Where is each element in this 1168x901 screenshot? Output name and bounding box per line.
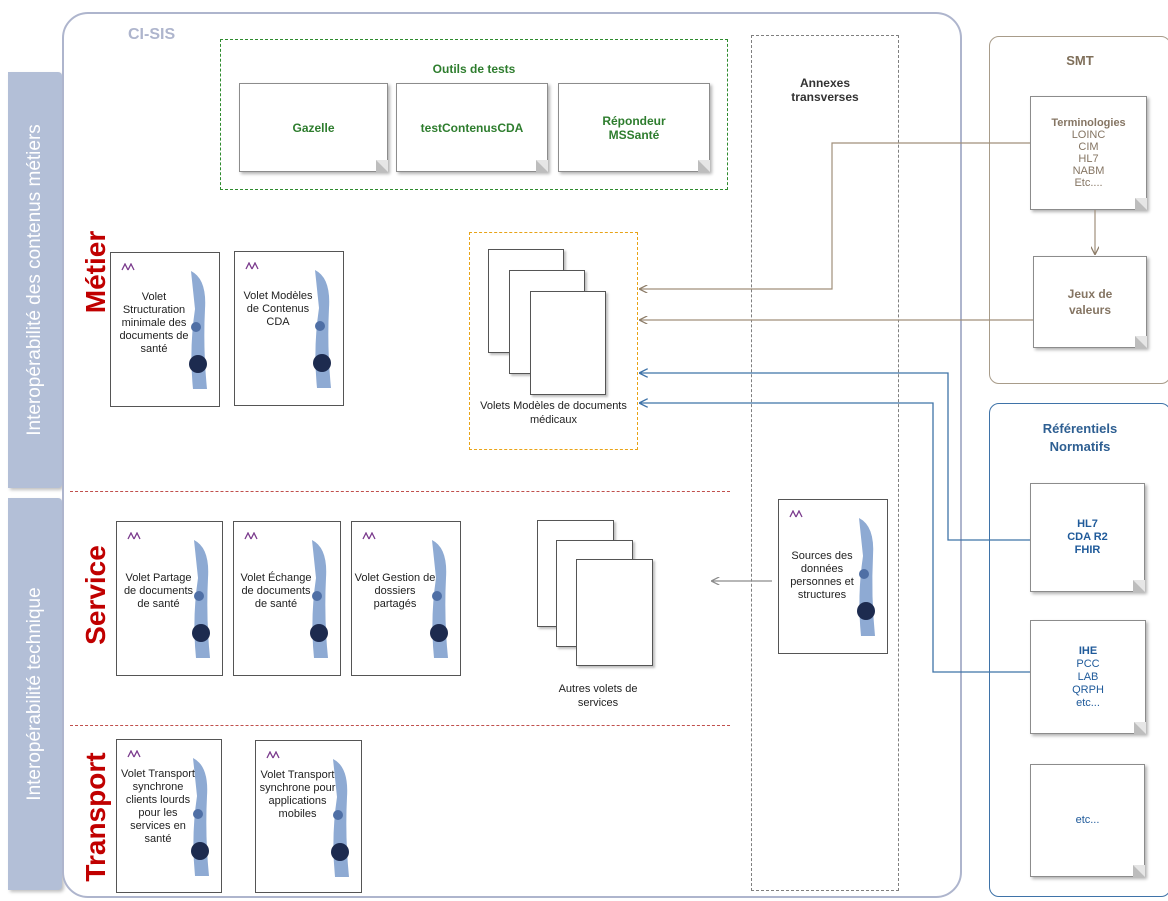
jeux-valeurs-note: Jeux de valeurs [1033, 256, 1147, 348]
terminology-item: HL7 [1078, 153, 1099, 165]
cover-art-icon [191, 758, 209, 876]
note-fold-icon [1133, 865, 1145, 877]
cover-art-icon [430, 540, 448, 658]
arrow-ihe-to-models [640, 403, 1030, 673]
tool-gazelle: Gazelle [239, 83, 388, 172]
note-fold-icon [1135, 198, 1147, 210]
doc-volet-transport-mobiles: Volet Transport synchrone pour applicati… [255, 740, 362, 893]
terminology-item: Etc.... [1074, 177, 1103, 189]
note-fold-icon [1135, 336, 1147, 348]
tools-title: Outils de tests [432, 62, 516, 76]
terminology-item: LOINC [1071, 129, 1106, 141]
doc-volet-transport-clients-lourds-label: Volet Transport synchrone clients lourds… [121, 768, 195, 845]
jeux-valeurs-label: Jeux de valeurs [1067, 287, 1113, 317]
tool-gazelle-label: Gazelle [292, 120, 335, 135]
tool-testcontenuscda: testContenusCDA [396, 83, 548, 172]
doc-volet-structuration-label: Volet Structuration minimale des documen… [119, 291, 189, 355]
ans-logo-icon [789, 510, 803, 518]
smt-panel: SMT [989, 36, 1168, 384]
ans-logo-icon [127, 532, 141, 540]
ans-logo-icon [127, 750, 141, 758]
cover-art-icon [189, 271, 207, 389]
ans-logo-icon [362, 532, 376, 540]
ans-logo-icon [266, 751, 280, 759]
cover-art-icon [857, 518, 875, 636]
ref-ihe-title: IHE [1078, 644, 1098, 657]
terminology-item: NABM [1072, 165, 1105, 177]
note-fold-icon [536, 160, 548, 172]
terminologies-title: Terminologies [1051, 117, 1126, 129]
doc-volet-transport-mobiles-label: Volet Transport synchrone pour applicati… [259, 769, 336, 820]
doc-volet-gestion-dossiers: Volet Gestion de dossiers partagés [351, 521, 461, 676]
separator-service-transport [70, 725, 730, 726]
referentiels-title: Référentiels Normatifs [1042, 421, 1118, 454]
medical-models-caption: Volets Modèles de documents médicaux [480, 400, 627, 426]
doc-volet-structuration: Volet Structuration minimale des documen… [110, 252, 220, 407]
cover-art-icon [310, 540, 328, 658]
ref-hl7-item: CDA R2 [1067, 531, 1108, 543]
ans-logo-icon [245, 262, 259, 270]
terminologies-note: Terminologies LOINC CIM HL7 NABM Etc.... [1030, 96, 1147, 210]
ref-ihe-item: etc... [1076, 696, 1100, 709]
doc-sources-donnees: Sources des données personnes et structu… [778, 499, 888, 654]
ref-etc-label: etc... [1075, 814, 1100, 826]
note-fold-icon [1133, 580, 1145, 592]
ref-etc-note: etc... [1030, 764, 1145, 877]
ref-hl7-item: HL7 [1077, 518, 1098, 530]
side-tab-contenus-metiers: Interopérabilité des contenus métiers [8, 72, 62, 488]
doc-volet-transport-clients-lourds: Volet Transport synchrone clients lourds… [116, 739, 222, 893]
doc-sources-donnees-label: Sources des données personnes et structu… [790, 550, 854, 601]
doc-volet-echange-label: Volet Échange de documents de santé [240, 572, 312, 610]
tool-testcontenuscda-label: testContenusCDA [420, 120, 524, 135]
note-fold-icon [1134, 722, 1146, 734]
smt-title: SMT [1066, 53, 1094, 68]
doc-volet-gestion-dossiers-label: Volet Gestion de dossiers partagés [354, 572, 436, 610]
other-services-doc-3 [576, 559, 653, 666]
tool-repondeur: Répondeur MSSanté [558, 83, 710, 172]
side-tab-interop-technique: Interopérabilité technique [8, 498, 62, 890]
other-services-caption: Autres volets de services [558, 683, 638, 709]
annexes-column: Annexes transverses [751, 35, 899, 891]
ci-sis-title: CI-SIS [128, 26, 176, 43]
ref-hl7-note: HL7 CDA R2 FHIR [1030, 483, 1145, 592]
ref-ihe-item: QRPH [1072, 683, 1104, 696]
terminology-item: CIM [1078, 141, 1099, 153]
note-fold-icon [376, 160, 388, 172]
ref-hl7-item: FHIR [1074, 544, 1101, 556]
ref-ihe-item: LAB [1077, 670, 1099, 683]
cover-art-icon [192, 540, 210, 658]
cover-art-icon [331, 759, 349, 877]
note-fold-icon [698, 160, 710, 172]
stack-doc-3 [530, 291, 606, 395]
ref-ihe-item: PCC [1076, 657, 1100, 670]
referentiels-panel: Référentiels Normatifs [989, 403, 1168, 897]
arrow-hl7-to-models [640, 373, 1030, 541]
annexes-title: Annexes transverses [791, 76, 859, 104]
doc-volet-modeles-cda: Volet Modèles de Contenus CDA [234, 251, 344, 406]
separator-metier-service [70, 491, 730, 492]
cover-art-icon [313, 270, 331, 388]
ref-ihe-note: IHE PCC LAB QRPH etc... [1030, 620, 1146, 734]
tools-box: Outils de tests [220, 39, 728, 190]
ans-logo-icon [244, 532, 258, 540]
doc-volet-partage-label: Volet Partage de documents de santé [123, 572, 194, 610]
tool-repondeur-label: Répondeur MSSanté [602, 113, 666, 142]
doc-volet-echange: Volet Échange de documents de santé [233, 521, 341, 676]
doc-volet-modeles-cda-label: Volet Modèles de Contenus CDA [243, 290, 313, 328]
ans-logo-icon [121, 263, 135, 271]
doc-volet-partage: Volet Partage de documents de santé [116, 521, 223, 676]
medical-models-box: Volets Modèles de documents médicaux [469, 232, 638, 450]
arrow-terminologies-to-models [640, 142, 1030, 289]
